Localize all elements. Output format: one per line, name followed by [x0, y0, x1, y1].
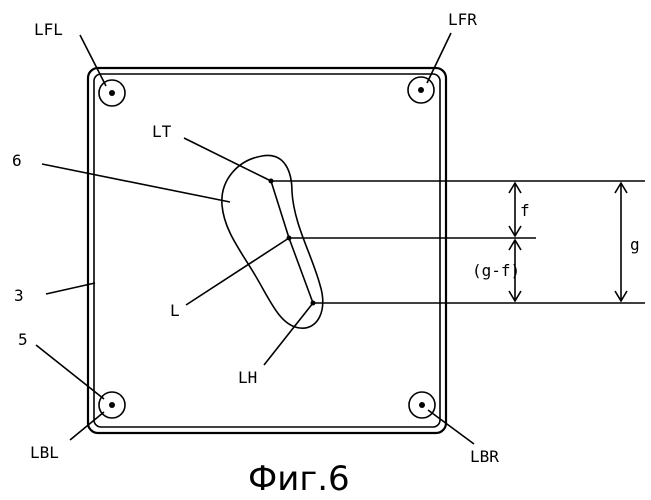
label-lbr: LBR — [470, 447, 499, 466]
label-f: f — [520, 201, 530, 220]
label-lbl: LBL — [30, 443, 59, 462]
label-lfr: LFR — [448, 10, 477, 29]
leader-lfl — [80, 35, 106, 86]
dim-arrow-g — [615, 183, 627, 301]
label-g: g — [630, 235, 640, 254]
label-lh: LH — [238, 368, 257, 387]
figure-caption: Фиг.6 — [248, 459, 350, 499]
plate — [88, 68, 446, 433]
load-cell-front-right — [408, 77, 434, 103]
label-3: 3 — [14, 286, 24, 305]
leader-lfr — [427, 33, 451, 83]
leader-6 — [42, 164, 230, 202]
leader-lt — [184, 138, 271, 181]
label-lfl: LFL — [34, 20, 63, 39]
label-5: 5 — [18, 330, 28, 349]
label-l: L — [170, 301, 180, 320]
load-cell-front-left — [99, 80, 125, 106]
load-cell-back-right — [409, 392, 435, 418]
leader-lh — [264, 303, 313, 365]
label-6: 6 — [12, 151, 22, 170]
label-g-minus-f: (g-f) — [472, 261, 520, 280]
load-cell-back-left — [99, 392, 125, 418]
label-lt: LT — [152, 122, 172, 141]
